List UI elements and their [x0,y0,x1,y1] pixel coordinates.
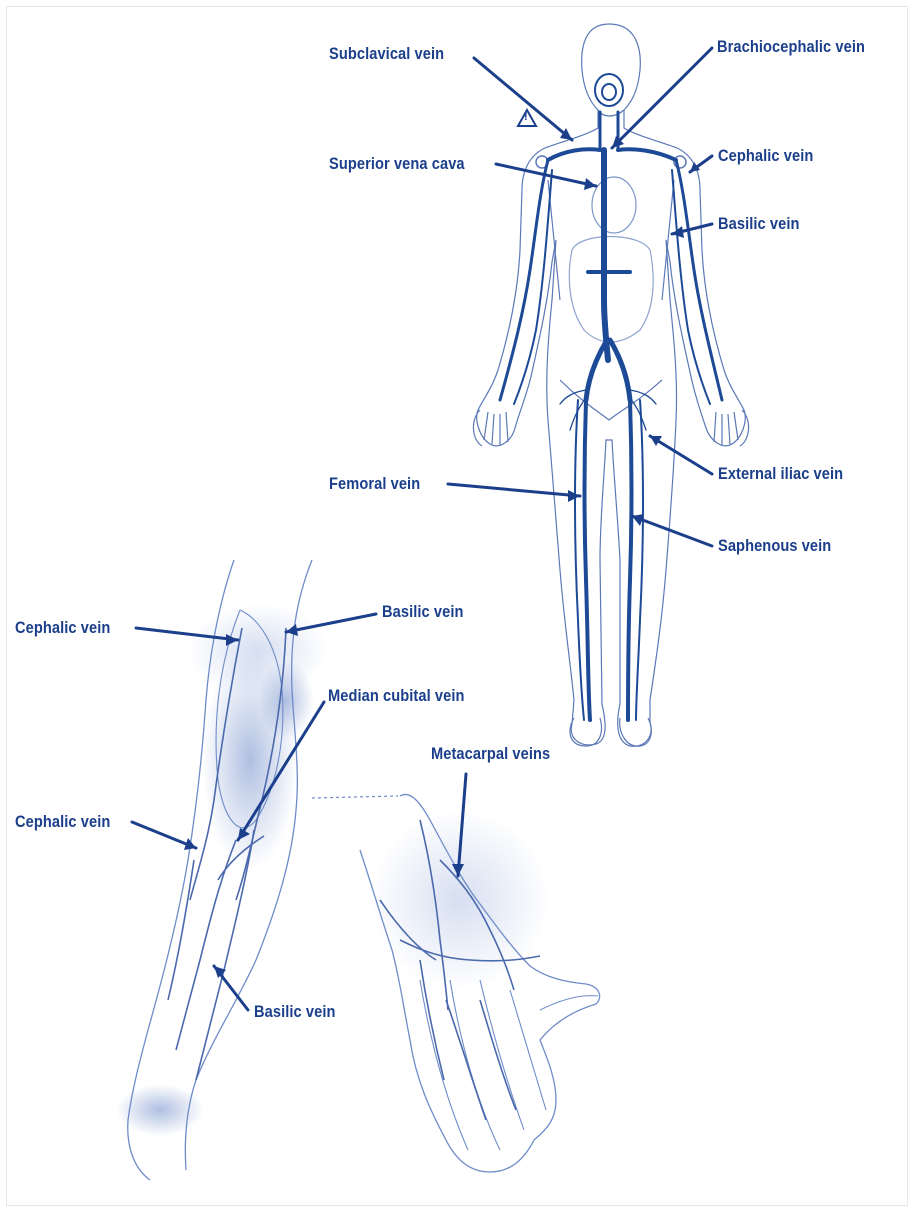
label-saphenous-vein: Saphenous vein [718,536,831,556]
pointer-saphenous [632,516,712,546]
left-foot [570,718,601,746]
warning-mark-text: ! [524,111,528,123]
subclavian-right [618,149,676,160]
pointer-femoral [448,484,580,496]
label-cephalic-vein-body: Cephalic vein [718,146,813,166]
dashed-mark [312,796,398,798]
label-femoral-vein: Femoral vein [329,474,420,494]
pointer-brachiocephalic [612,48,712,148]
label-external-iliac-vein: External iliac vein [718,464,843,484]
label-median-cubital-vein: Median cubital vein [328,686,464,706]
label-subclavical-vein: Subclavical vein [329,44,444,64]
groin-line [560,380,662,420]
label-basilic-vein-arm-upper: Basilic vein [382,602,463,622]
label-cephalic-vein-arm-lower: Cephalic vein [15,812,110,832]
body-figure [473,24,748,746]
left-leg-vein-a [585,400,591,720]
abdomen-outline [569,237,653,343]
right-arm-vein-a [676,160,722,400]
left-arm-vein-a [500,160,548,400]
larynx-outline [595,74,623,106]
body-veins [500,112,722,720]
label-brachiocephalic-vein: Brachiocephalic vein [717,37,865,57]
hand-figure [312,794,600,1172]
label-metacarpal-veins: Metacarpal veins [431,744,550,764]
larynx-inner [602,84,616,100]
right-leg-vein-a [628,400,632,720]
left-leg-vein-b [575,400,584,720]
vena-cava [604,150,608,360]
label-superior-vena-cava: Superior vena cava [329,154,465,174]
label-basilic-vein-arm-lower: Basilic vein [254,1002,335,1022]
label-basilic-vein-body: Basilic vein [718,214,799,234]
finger-lines [420,980,598,1150]
right-arm-vein-b [672,170,710,404]
arm-figure [116,560,328,1180]
subclavian-left [548,149,600,160]
label-cephalic-vein-arm-upper: Cephalic vein [15,618,110,638]
iliac-right [610,340,630,400]
pointer-subclavical [474,58,572,140]
right-leg-vein-b [636,400,643,720]
heart-outline [592,177,636,233]
iliac-left [586,340,607,400]
pointer-external-iliac [650,436,712,474]
head-outline [477,24,746,746]
neck-line [598,110,624,116]
